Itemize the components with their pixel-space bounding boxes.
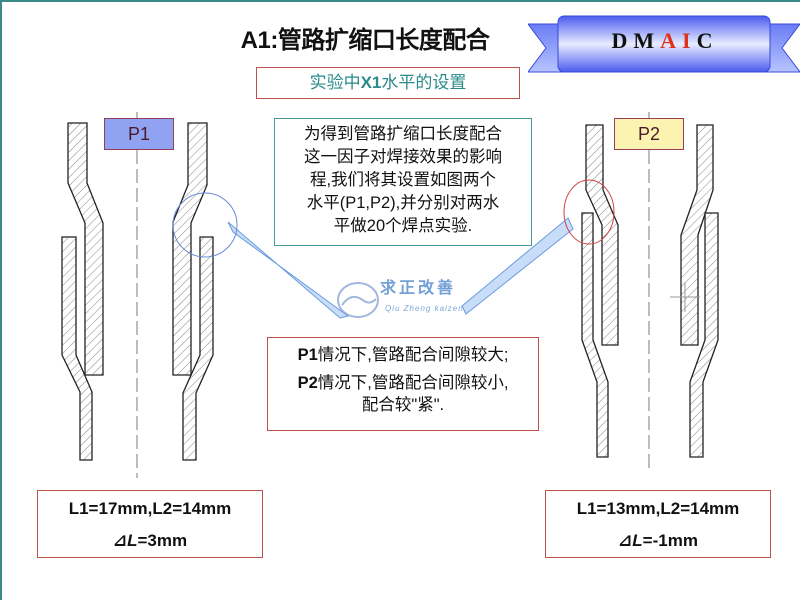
callout-arrow-right xyxy=(461,217,574,315)
badge-letter-i: I xyxy=(682,28,697,53)
dmaic-ribbon xyxy=(528,15,800,73)
badge-letter-d: D xyxy=(611,28,634,53)
explanation-box: 为得到管路扩缩口长度配合 这一因子对焊接效果的影响 程,我们将其设置如图两个 水… xyxy=(274,118,532,246)
p2-lengths: L1=13mm,L2=14mm xyxy=(576,499,740,518)
p1-pipe-drawing xyxy=(61,112,238,478)
conclusion-p1-label: P1 xyxy=(297,346,318,364)
p1-dimensions-box: L1=17mm,L2=14mm ⊿L=3mm xyxy=(37,490,263,558)
delta-var: L xyxy=(632,531,643,550)
badge-letter-m: M xyxy=(633,28,661,53)
p1-delta-value: =3mm xyxy=(137,531,188,550)
explanation-line: 平做20个焊点实验. xyxy=(333,217,473,235)
subtitle-box: 实验中X1水平的设置 xyxy=(256,67,520,99)
watermark-pinyin: Qiu Zheng kaizen xyxy=(385,304,464,313)
conclusion-p2-label: P2 xyxy=(297,374,318,392)
explanation-line: 为得到管路扩缩口长度配合 xyxy=(304,125,502,143)
badge-letter-a: A xyxy=(660,28,683,53)
conclusion-box: P1情况下,管路配合间隙较大; P2情况下,管路配合间隙较小, 配合较"紧". xyxy=(267,337,539,431)
conclusion-p2-text: 情况下,管路配合间隙较小, xyxy=(317,374,509,392)
highlight-circle-p1 xyxy=(172,192,238,258)
watermark-logo xyxy=(337,282,379,318)
p1-lengths: L1=17mm,L2=14mm xyxy=(68,499,232,518)
p2-dimensions-box: L1=13mm,L2=14mm ⊿L=-1mm xyxy=(545,490,771,558)
badge-letter-c: C xyxy=(696,28,719,53)
subtitle-bold: X1 xyxy=(360,73,382,92)
conclusion-p2-text2: 配合较"紧". xyxy=(361,396,445,414)
explanation-line: 这一因子对焊接效果的影响 xyxy=(304,148,502,166)
level-label-p2: P2 xyxy=(614,118,684,150)
p2-delta-value: =-1mm xyxy=(642,531,698,550)
delta-icon: ⊿ xyxy=(618,531,633,550)
level-label-p1: P1 xyxy=(104,118,174,150)
callout-arrow-left xyxy=(227,221,350,319)
delta-var: L xyxy=(127,531,138,550)
subtitle-pre: 实验中 xyxy=(309,73,361,92)
p2-pipe-drawing xyxy=(563,112,719,472)
conclusion-p1-text: 情况下,管路配合间隙较大; xyxy=(317,346,509,364)
explanation-line: 程,我们将其设置如图两个 xyxy=(309,171,497,189)
explanation-line: 水平(P1,P2),并分别对两水 xyxy=(306,194,500,212)
delta-icon: ⊿ xyxy=(112,531,128,550)
highlight-circle-p2 xyxy=(563,179,615,245)
dmaic-badge: DMAIC xyxy=(575,28,755,54)
page-title: A1:管路扩缩口长度配合 xyxy=(240,27,490,54)
subtitle-post: 水平的设置 xyxy=(381,73,467,92)
watermark-name: 求正改善 xyxy=(380,280,457,297)
